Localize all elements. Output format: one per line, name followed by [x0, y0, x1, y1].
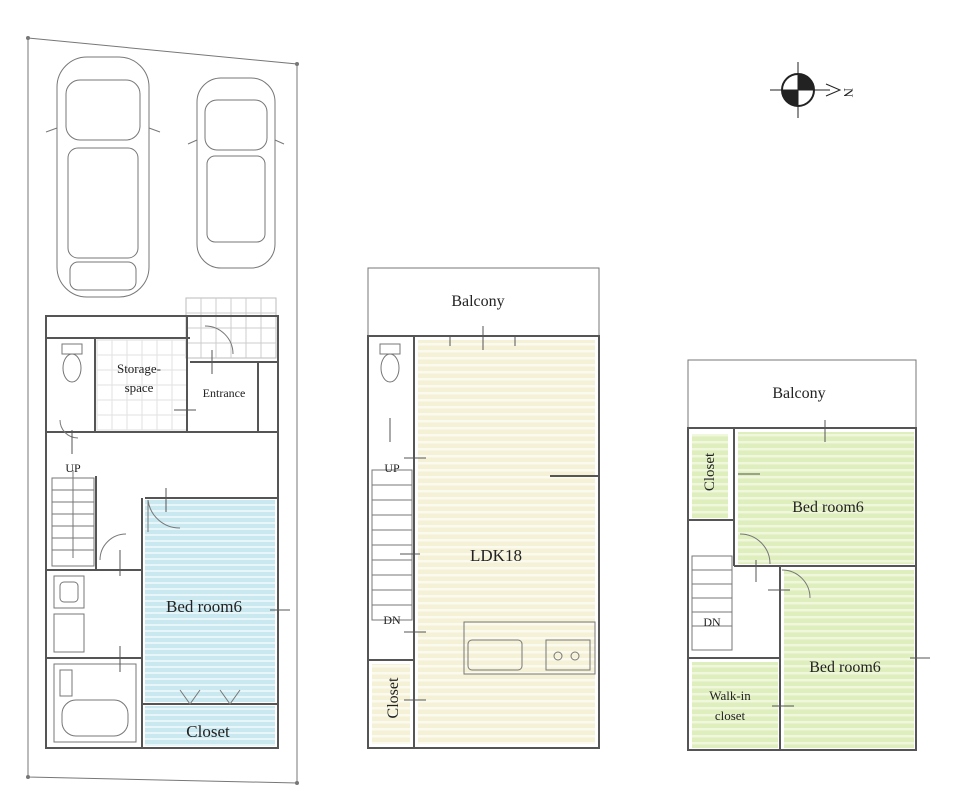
ldk-floor — [418, 340, 595, 744]
floor-2-arrows — [389, 326, 516, 701]
ldk-label: LDK18 — [470, 546, 522, 565]
floor-3 — [687, 359, 930, 751]
closet-1-label: Closet — [186, 722, 230, 741]
closet-floor — [145, 706, 275, 746]
compass-label: N — [841, 88, 856, 98]
bedroom-3-bottom-floor — [784, 570, 914, 748]
stairs-icon — [51, 470, 95, 567]
bathtub-icon — [53, 663, 137, 743]
walkin-floor — [692, 662, 778, 748]
door-swings-floor-1 — [59, 325, 241, 705]
closet-2-label: Closet — [385, 677, 402, 718]
balcony-2-label: Balcony — [451, 293, 504, 310]
car-small — [187, 77, 285, 269]
closet-3-floor — [692, 434, 728, 518]
storage-label-1: Storage- — [117, 361, 161, 376]
bedroom-3-bottom-label: Bed room6 — [809, 659, 881, 676]
compass-icon — [770, 62, 842, 118]
floor-1 — [26, 36, 299, 785]
floor-3-arrows — [738, 420, 930, 707]
walkin-label-1: Walk-in — [709, 688, 751, 703]
entrance-label: Entrance — [203, 386, 246, 400]
dn-label-3: DN — [703, 615, 721, 629]
floor-2 — [367, 267, 600, 749]
bedroom-3-top-label: Bed room6 — [792, 499, 864, 516]
toilet-icon — [61, 343, 83, 383]
floor-1-walls — [45, 315, 279, 749]
storage-label-2: space — [125, 380, 154, 395]
up-label-1: UP — [65, 461, 81, 475]
kitchen-counter-icon — [463, 621, 596, 675]
bedroom-3-top-floor — [738, 432, 914, 564]
bedroom-1-label: Bed room6 — [166, 597, 242, 616]
stairs-3-icon — [691, 555, 733, 651]
closet-3-label: Closet — [702, 452, 718, 491]
closet-2-floor — [372, 664, 410, 744]
washbasin-icon — [53, 575, 85, 653]
floor-1-arrows — [71, 350, 290, 672]
up-label-2: UP — [384, 461, 400, 475]
bedroom-floor — [145, 500, 275, 702]
porch-tiles — [185, 297, 277, 359]
toilet-2-icon — [379, 343, 401, 383]
door-swings-floor-3 — [739, 533, 811, 599]
walkin-label-2: closet — [715, 708, 746, 723]
car-large — [45, 56, 161, 298]
balcony-3-label: Balcony — [772, 385, 825, 402]
stairs-2-icon — [371, 469, 413, 621]
floor-3-walls — [687, 427, 917, 751]
dn-label-2: DN — [383, 613, 401, 627]
